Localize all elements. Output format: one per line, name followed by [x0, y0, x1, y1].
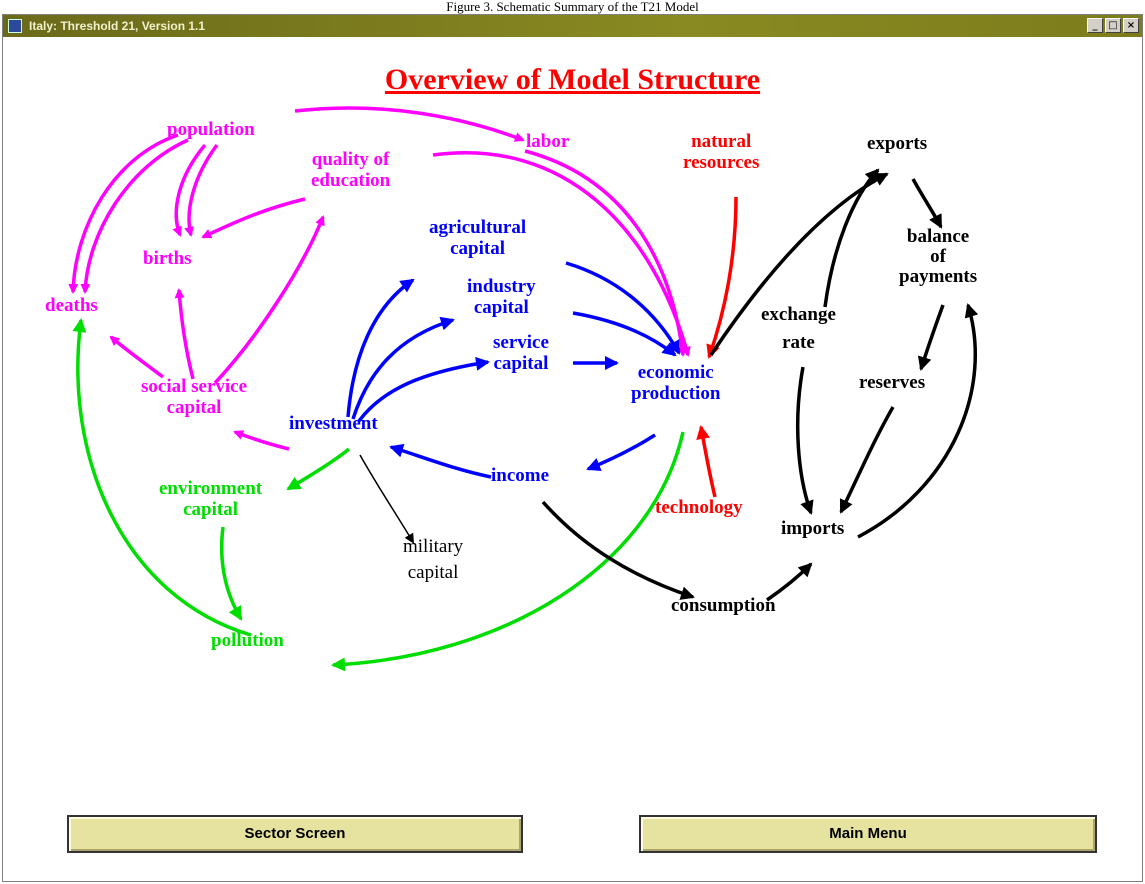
close-icon[interactable]: ×	[1123, 18, 1139, 33]
minimize-icon[interactable]: _	[1087, 18, 1103, 33]
node-economic-production: economic production	[631, 362, 720, 404]
node-exchange-rate-line1: exchange	[761, 304, 836, 325]
trade-sector-arrows	[541, 168, 979, 602]
node-environment-capital-line1: environment	[159, 478, 263, 499]
node-births: births	[143, 248, 192, 269]
node-industry-capital: industry capital	[467, 276, 536, 318]
node-balance-of-payments: balance of payments	[899, 227, 977, 287]
app-window: Italy: Threshold 21, Version 1.1 _ □ × O…	[2, 14, 1143, 882]
node-income: income	[491, 465, 550, 486]
title-bar[interactable]: Italy: Threshold 21, Version 1.1 _ □ ×	[3, 15, 1142, 37]
node-economic-production-line1: economic	[637, 362, 714, 383]
node-environment-capital-line2: capital	[183, 499, 238, 520]
node-balance-of-payments-line3: payments	[899, 266, 978, 287]
node-natural-resources: natural resources	[683, 131, 759, 173]
node-imports: imports	[781, 518, 845, 539]
node-deaths: deaths	[45, 295, 98, 316]
causal-arrows	[68, 106, 979, 672]
node-quality-of-education: quality of education	[311, 149, 390, 191]
diagram-canvas: Overview of Model Structure	[3, 37, 1142, 882]
node-natural-resources-line2: resources	[683, 152, 760, 173]
node-exports: exports	[867, 133, 928, 154]
node-social-service-capital-line1: social service	[141, 376, 248, 397]
node-reserves: reserves	[859, 372, 926, 393]
node-industry-capital-line2: capital	[473, 297, 529, 318]
window-controls: _ □ ×	[1087, 18, 1139, 33]
node-service-capital-line2: capital	[493, 353, 549, 374]
node-exchange-rate: exchange rate	[761, 301, 836, 357]
population-sector-arrows	[68, 106, 691, 451]
node-population: population	[167, 119, 255, 140]
node-agricultural-capital: agricultural capital	[429, 217, 526, 259]
node-quality-of-education-line2: education	[311, 170, 391, 191]
node-environment-capital: environment capital	[159, 478, 262, 520]
node-technology: technology	[655, 497, 743, 518]
environment-sector-arrows	[72, 318, 685, 672]
node-social-service-capital-line2: capital	[166, 397, 222, 418]
node-natural-resources-line1: natural	[691, 131, 752, 152]
window-title: Italy: Threshold 21, Version 1.1	[29, 19, 206, 33]
node-military-capital-line1: military	[403, 536, 464, 557]
resources-sector-arrows	[696, 196, 738, 498]
military-arrow	[359, 454, 415, 544]
node-military-capital-line2: capital	[407, 562, 459, 583]
diagram-title: Overview of Model Structure	[384, 63, 761, 96]
node-social-service-capital: social service capital	[141, 376, 247, 418]
sector-screen-button[interactable]: Sector Screen	[67, 815, 523, 853]
node-service-capital-line1: service	[493, 332, 549, 353]
node-agricultural-capital-line1: agricultural	[429, 217, 527, 238]
node-industry-capital-line1: industry	[467, 276, 536, 297]
app-icon	[8, 19, 22, 33]
node-exchange-rate-line2: rate	[782, 332, 815, 353]
node-economic-production-line2: production	[631, 383, 721, 404]
node-agricultural-capital-line2: capital	[450, 238, 505, 259]
node-labor: labor	[526, 131, 570, 152]
maximize-icon[interactable]: □	[1105, 18, 1121, 33]
node-service-capital: service capital	[493, 332, 549, 374]
node-pollution: pollution	[211, 630, 284, 651]
node-consumption: consumption	[671, 595, 776, 616]
capital-sector-arrows	[346, 261, 681, 479]
node-investment: investment	[289, 413, 378, 434]
node-military-capital: military capital	[403, 534, 463, 586]
node-quality-of-education-line1: quality of	[311, 149, 390, 170]
figure-caption: Figure 3. Schematic Summary of the T21 M…	[446, 0, 699, 14]
node-balance-of-payments-line2: of	[930, 246, 946, 267]
main-menu-button[interactable]: Main Menu	[639, 815, 1097, 853]
node-balance-of-payments-line1: balance	[906, 226, 970, 247]
